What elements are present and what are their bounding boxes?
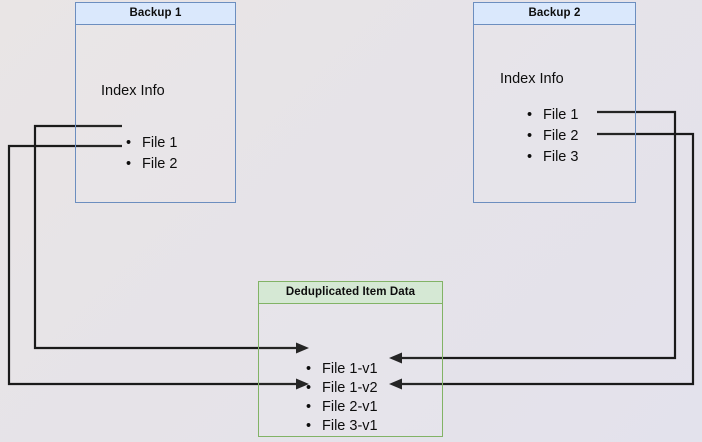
backup-1-caption: Index Info <box>101 83 165 99</box>
backup-2-body: Index Info File 1 File 2 File 3 <box>474 25 635 202</box>
deduplicated-item-data-title: Deduplicated Item Data <box>259 282 442 304</box>
backup-1-title: Backup 1 <box>76 3 235 25</box>
deduplicated-item-data-body: File 1-v1 File 1-v2 File 2-v1 File 3-v1 <box>259 304 442 436</box>
list-item[interactable]: File 2-v1 <box>306 398 378 417</box>
list-item[interactable]: File 2 <box>527 126 578 147</box>
list-item[interactable]: File 1-v2 <box>306 379 378 398</box>
list-item[interactable]: File 3-v1 <box>306 417 378 436</box>
deduplicated-item-data-box[interactable]: Deduplicated Item Data File 1-v1 File 1-… <box>258 281 443 437</box>
backup-1-file-list: File 1 File 2 <box>126 133 177 175</box>
backup-2-title: Backup 2 <box>474 3 635 25</box>
list-item[interactable]: File 1 <box>126 133 177 154</box>
backup-1-box[interactable]: Backup 1 Index Info File 1 File 2 <box>75 2 236 203</box>
list-item[interactable]: File 3 <box>527 147 578 168</box>
list-item[interactable]: File 1-v1 <box>306 360 378 379</box>
list-item[interactable]: File 2 <box>126 154 177 175</box>
dedup-item-list: File 1-v1 File 1-v2 File 2-v1 File 3-v1 <box>306 360 378 436</box>
backup-2-box[interactable]: Backup 2 Index Info File 1 File 2 File 3 <box>473 2 636 203</box>
backup-2-caption: Index Info <box>500 71 564 87</box>
backup-2-file-list: File 1 File 2 File 3 <box>527 105 578 168</box>
list-item[interactable]: File 1 <box>527 105 578 126</box>
backup-1-body: Index Info File 1 File 2 <box>76 25 235 202</box>
